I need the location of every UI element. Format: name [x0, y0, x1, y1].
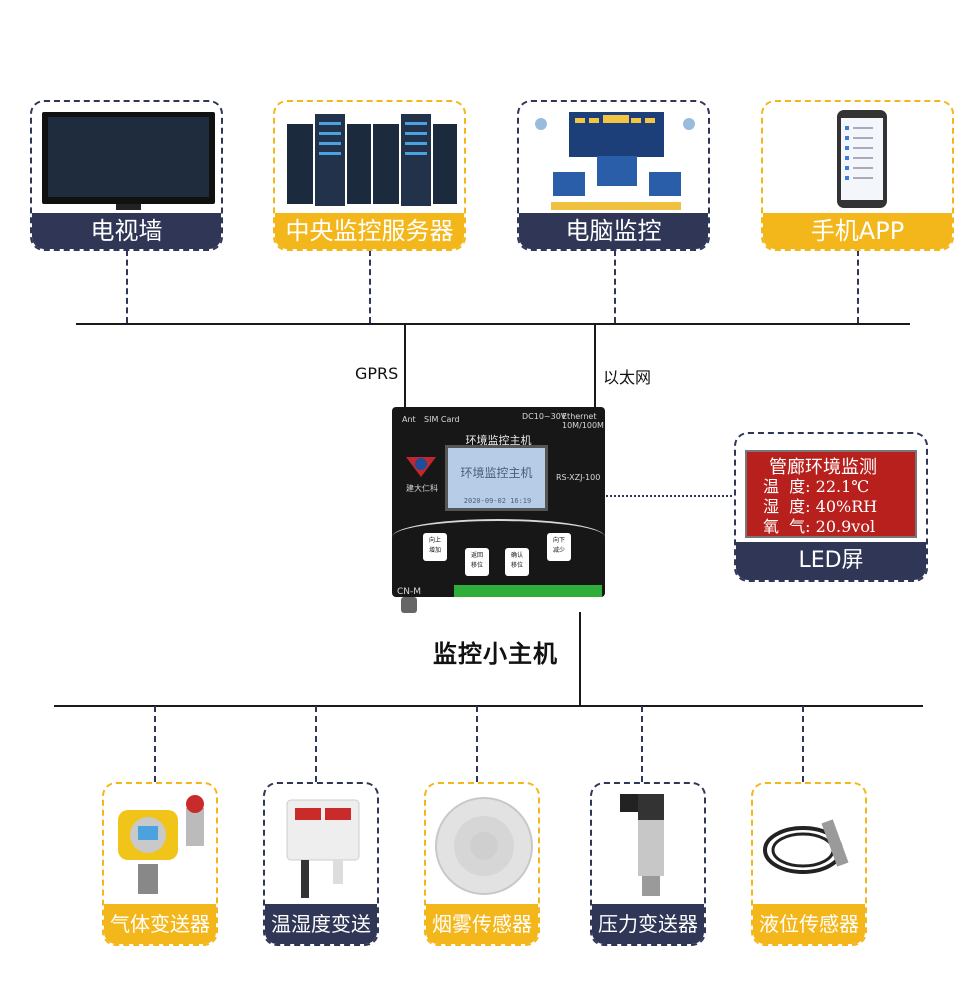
lcd-date: 2020-09-02 16:19 — [463, 497, 532, 505]
pc-monitor-card: 电脑监控 — [517, 100, 710, 251]
control-room-icon — [535, 112, 695, 210]
led-line-title: 管廊环境监测 — [769, 457, 877, 478]
mobile-app-label: 手机APP — [763, 213, 952, 249]
th-connector — [315, 706, 317, 782]
brand-logo-icon — [406, 457, 436, 477]
ethernet-speed-label: 10M/100M — [562, 421, 604, 430]
lcd-screen: 环境监控主机 2020-09-02 16:19 — [445, 445, 548, 511]
back-button-sublabel: 移位 — [470, 562, 483, 569]
tv-icon — [42, 112, 215, 210]
confirm-button-label: 确认 — [510, 552, 523, 559]
down-button-label: 向下 — [552, 537, 565, 544]
connector-label: CN-M — [397, 587, 422, 597]
led-panel: 管廊环境监测 温 度: 22.1℃ 湿 度: 40%RH 氧 气: 20.9vo… — [745, 450, 917, 538]
ethernet-port-label: Ethernet — [562, 412, 597, 421]
app-connector — [857, 250, 859, 323]
level-sensor-icon — [763, 819, 849, 874]
pc-connector — [614, 250, 616, 323]
smartphone-icon — [837, 110, 887, 208]
level-sensor-card: 液位传感器 — [751, 782, 867, 946]
hub-title: 监控小主机 — [433, 640, 558, 668]
server-rack-icon — [287, 114, 457, 206]
gprs-link-line — [404, 323, 406, 408]
monitoring-host-device: Ant SIM Card DC10~30V Ethernet 10M/100M … — [392, 407, 605, 597]
smoke-sensor-label: 烟雾传感器 — [426, 904, 538, 944]
gas-transmitter-card: 气体变送器 — [102, 782, 218, 946]
gas-connector — [154, 706, 156, 782]
lcd-text: 环境监控主机 — [460, 466, 533, 480]
smoke-sensor-card: 烟雾传感器 — [424, 782, 540, 946]
led-screen-label: LED屏 — [736, 542, 926, 580]
thermo-hygrometer-icon — [286, 799, 360, 898]
back-button[interactable]: 返回移位 — [465, 548, 489, 576]
server-connector — [369, 250, 371, 323]
down-button-sublabel: 减少 — [552, 547, 565, 554]
pc-monitor-label: 电脑监控 — [519, 213, 708, 249]
th-transmitter-label: 温湿度变送器 — [265, 904, 377, 944]
brand-name: 建大仁科 — [406, 484, 438, 493]
server-label: 中央监控服务器 — [275, 213, 464, 249]
gprs-label: GPRS — [355, 364, 399, 383]
led-line-humidity: 湿 度: 40%RH — [763, 497, 878, 516]
server-card: 中央监控服务器 — [273, 100, 466, 251]
led-line-temperature: 温 度: 22.1℃ — [763, 477, 870, 496]
bottom-bus-line — [54, 705, 923, 707]
pressure-transmitter-label: 压力变送器 — [592, 904, 704, 944]
terminal-block — [454, 585, 602, 597]
smoke-connector — [476, 706, 478, 782]
model-label: RS-XZJ-100 — [556, 473, 601, 482]
ethernet-link-line — [594, 323, 596, 408]
up-button-sublabel: 增加 — [428, 547, 441, 554]
confirm-button[interactable]: 确认移位 — [505, 548, 529, 576]
up-button-label: 向上 — [428, 537, 441, 544]
smoke-detector-icon — [435, 797, 533, 895]
panel-divider — [392, 519, 605, 537]
connector-plug — [401, 597, 417, 613]
ant-label: Ant — [402, 415, 416, 424]
sim-card-label: SIM Card — [424, 415, 460, 424]
pressure-transmitter-icon — [620, 794, 664, 896]
pressure-transmitter-card: 压力变送器 — [590, 782, 706, 946]
led-line-oxygen: 氧 气: 20.9vol — [763, 517, 876, 536]
tv-wall-connector — [126, 250, 128, 323]
mobile-app-card: 手机APP — [761, 100, 954, 251]
gas-transmitter-label: 气体变送器 — [104, 904, 216, 944]
confirm-button-sublabel: 移位 — [510, 562, 523, 569]
tv-wall-card: 电视墙 — [30, 100, 223, 251]
up-button[interactable]: 向上增加 — [423, 533, 447, 561]
th-transmitter-card: 温湿度变送器 — [263, 782, 379, 946]
top-bus-line — [76, 323, 910, 325]
panel-title: 环境监控主机 — [465, 434, 532, 447]
level-connector — [802, 706, 804, 782]
tv-wall-label: 电视墙 — [32, 213, 221, 249]
led-connector — [606, 495, 736, 497]
level-sensor-label: 液位传感器 — [753, 904, 865, 944]
power-label: DC10~30V — [522, 412, 567, 421]
gas-transmitter-icon — [118, 795, 204, 894]
ethernet-label: 以太网 — [603, 368, 652, 387]
down-button[interactable]: 向下减少 — [547, 533, 571, 561]
back-button-label: 返回 — [470, 552, 483, 559]
hub-bottom-line — [579, 612, 581, 706]
pressure-connector — [641, 706, 643, 782]
